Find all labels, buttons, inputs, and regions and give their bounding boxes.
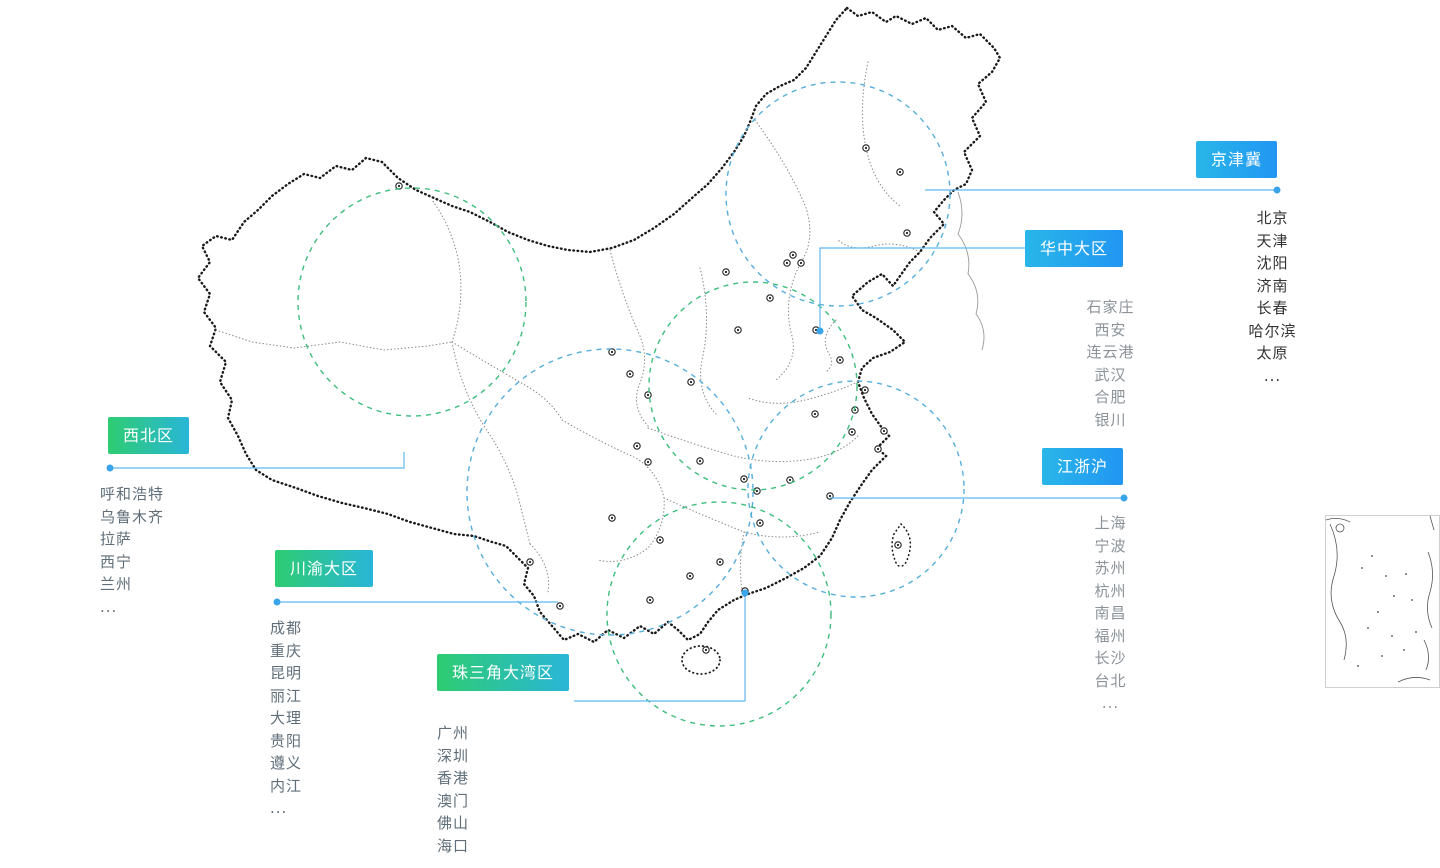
city-item: 上海 bbox=[1094, 514, 1127, 532]
coverage-circle-xibei bbox=[297, 187, 527, 417]
city-item: 苏州 bbox=[1094, 559, 1127, 577]
city-list-chuanyu: 成都重庆昆明丽江大理贵阳遵义内江... bbox=[270, 617, 400, 820]
city-item: 哈尔滨 bbox=[1248, 321, 1297, 340]
city-item: 兰州 bbox=[100, 575, 133, 593]
connector-jingjinji bbox=[925, 186, 1281, 194]
connector-jiangzhehu bbox=[830, 494, 1128, 502]
city-item: ... bbox=[1263, 366, 1282, 385]
city-item: 香港 bbox=[437, 769, 470, 787]
region-tag-chuanyu[interactable]: 川渝大区 bbox=[275, 550, 374, 587]
city-item: 澳门 bbox=[437, 791, 470, 810]
city-list-jingjinji: 北京天津沈阳济南长春哈尔滨太原... bbox=[1200, 207, 1345, 387]
city-item: 台北 bbox=[1094, 671, 1127, 690]
city-item: 重庆 bbox=[270, 641, 303, 660]
city-item: 贵阳 bbox=[270, 731, 303, 750]
city-item: 宁波 bbox=[1094, 536, 1127, 555]
taiwan-island bbox=[891, 522, 912, 567]
connector-huazhong bbox=[816, 247, 1025, 335]
coverage-circle-jiangzhehu bbox=[747, 380, 965, 598]
coverage-circle-zhusanjiao bbox=[606, 501, 832, 727]
city-item: 内江 bbox=[270, 776, 303, 795]
city-item: 福州 bbox=[1094, 626, 1127, 645]
city-item: 广州 bbox=[437, 724, 470, 742]
city-item: 沈阳 bbox=[1256, 254, 1289, 272]
connector-chuanyu bbox=[273, 598, 558, 606]
city-item: 成都 bbox=[270, 619, 303, 637]
region-tag-xibei[interactable]: 西北区 bbox=[108, 417, 190, 454]
china-outline bbox=[196, 6, 1002, 644]
connector-xibei bbox=[106, 452, 405, 472]
city-item: 太原 bbox=[1256, 344, 1289, 362]
city-item: 昆明 bbox=[270, 664, 303, 682]
city-item: ... bbox=[100, 597, 118, 616]
city-item: 北京 bbox=[1256, 209, 1289, 227]
city-item: 呼和浩特 bbox=[100, 485, 165, 503]
city-item: 杭州 bbox=[1094, 581, 1127, 600]
city-item: ... bbox=[437, 859, 455, 868]
region-tag-huazhong[interactable]: 华中大区 bbox=[1025, 230, 1124, 267]
city-item: 佛山 bbox=[437, 814, 470, 832]
region-tag-jiangzhehu[interactable]: 江浙沪 bbox=[1042, 448, 1124, 485]
city-item: 西宁 bbox=[100, 552, 133, 571]
south-china-sea-inset bbox=[1325, 515, 1440, 688]
region-tag-jingjinji[interactable]: 京津冀 bbox=[1196, 141, 1278, 178]
region-tag-zhusanjiao[interactable]: 珠三角大湾区 bbox=[437, 654, 570, 691]
city-item: 天津 bbox=[1256, 231, 1289, 250]
coverage-circle-huazhong bbox=[648, 281, 858, 491]
province-boundaries bbox=[215, 61, 921, 593]
city-list-jiangzhehu: 上海宁波苏州杭州南昌福州长沙台北... bbox=[1043, 512, 1178, 715]
city-list-xibei: 呼和浩特乌鲁木齐拉萨西宁兰州... bbox=[100, 483, 250, 618]
city-list-zhusanjiao: 广州深圳香港澳门佛山海口... bbox=[437, 722, 567, 868]
coverage-circle-chuanyu bbox=[466, 348, 754, 636]
city-item: 大理 bbox=[270, 709, 303, 727]
city-item: 遵义 bbox=[270, 754, 303, 772]
city-item: ... bbox=[1101, 694, 1120, 712]
city-item: ... bbox=[270, 799, 288, 817]
city-item: 济南 bbox=[1256, 276, 1289, 295]
city-item: 合肥 bbox=[1094, 388, 1127, 406]
city-item: 长沙 bbox=[1094, 649, 1127, 667]
hainan-island bbox=[681, 645, 721, 675]
connector-zhusanjiao bbox=[574, 589, 749, 702]
coverage-circle-jingjinji bbox=[725, 81, 951, 307]
city-item: 海口 bbox=[437, 836, 470, 855]
city-item: 南昌 bbox=[1094, 604, 1127, 622]
city-item: 拉萨 bbox=[100, 530, 133, 548]
city-item: 西安 bbox=[1094, 320, 1127, 339]
city-item: 丽江 bbox=[270, 686, 303, 705]
city-list-huazhong: 石家庄西安连云港武汉合肥银川 bbox=[1043, 296, 1178, 431]
city-item: 石家庄 bbox=[1086, 298, 1135, 316]
city-item: 银川 bbox=[1094, 410, 1127, 429]
city-item: 深圳 bbox=[437, 746, 470, 765]
korea-coastline bbox=[957, 191, 985, 351]
city-item: 武汉 bbox=[1094, 365, 1127, 384]
city-item: 长春 bbox=[1256, 299, 1289, 317]
city-item: 连云港 bbox=[1086, 343, 1135, 361]
city-item: 乌鲁木齐 bbox=[100, 507, 165, 526]
